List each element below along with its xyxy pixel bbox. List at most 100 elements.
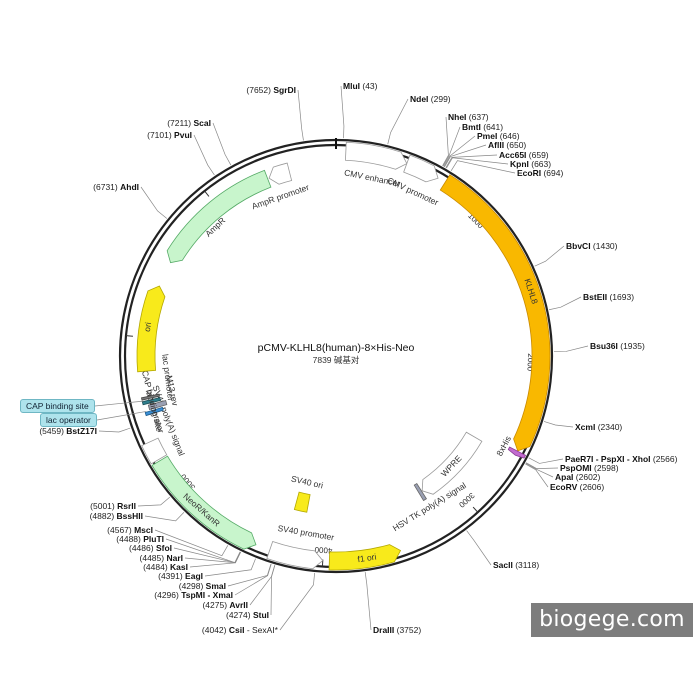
site-name: XcmI	[575, 422, 595, 432]
site-label-xcmi: XcmI (2340)	[575, 422, 622, 432]
site-label-nari: (4485) NarI	[140, 553, 183, 563]
feature-m13-rev	[140, 393, 160, 401]
site-leader-nhei	[442, 116, 449, 166]
site-label-paer7i-pspxi-xhoi: PaeR7I - PspXI - XhoI (2566)	[565, 454, 678, 464]
site-leader-msci	[154, 529, 229, 557]
site-label-sgrdi: (7652) SgrDI	[246, 85, 296, 95]
site-name: SgrDI	[273, 85, 296, 95]
cap-binding-site-callout: CAP binding site	[20, 399, 95, 413]
site-label-ecori: EcoRI (694)	[517, 168, 563, 178]
site-label-eagi: (4391) EagI	[158, 571, 203, 581]
site-leader-stui	[270, 565, 276, 616]
site-label-bsu36i: Bsu36I (1935)	[590, 341, 645, 351]
site-leader-ecorv	[525, 463, 549, 488]
site-leader-kpni	[446, 157, 509, 169]
site-name: CsiI	[229, 625, 245, 635]
site-name: NarI	[166, 553, 183, 563]
site-leader-avrii	[249, 565, 276, 606]
site-leader-apai	[525, 463, 554, 478]
site-leader-xcmi	[543, 421, 574, 428]
site-label-ecorv: EcoRV (2606)	[550, 482, 604, 492]
site-label-msci: (4567) MscI	[107, 525, 153, 535]
site-name: PvuI	[174, 130, 192, 140]
site-name: MscI	[134, 525, 153, 535]
site-name: AvrII	[229, 600, 248, 610]
watermark-logo: biogege.com	[531, 603, 693, 637]
feature-hsv-tk-poly-a-signal	[413, 483, 427, 502]
feature-cap-binding-site	[141, 397, 162, 406]
site-name: AhdI	[120, 182, 139, 192]
feature-ori	[136, 285, 166, 373]
tick-mark	[472, 506, 479, 513]
feature-lac-promoter	[147, 400, 168, 411]
site-leader-sgrdi	[297, 89, 304, 141]
lac-operator-callout: lac operator	[40, 413, 97, 427]
site-pos: (7652)	[246, 85, 273, 95]
site-pos: (1430)	[591, 241, 618, 251]
site-label-avrii: (4275) AvrII	[202, 600, 248, 610]
feature-label-f1-ori: f1 ori	[357, 552, 377, 565]
site-leader-bstz17i	[98, 427, 131, 433]
feature-label-sv40-promoter: SV40 promoter	[277, 523, 335, 542]
site-label-tspmi-xmai: (4296) TspMI - XmaI	[154, 590, 233, 600]
site-pos: (4567)	[107, 525, 134, 535]
site-pos: (3118)	[513, 560, 539, 570]
site-leader-rsrii	[137, 496, 171, 507]
site-leader-pvui	[193, 134, 215, 176]
site-leader-paer7i-pspxi-xhoi	[528, 457, 564, 464]
site-pos: (4042)	[202, 625, 229, 635]
site-label-sfoi: (4486) SfoI	[129, 543, 172, 553]
feature-sv40-poly-a-signal	[141, 437, 168, 465]
plasmid-title: pCMV-KLHL8(human)-8×His-Neo	[258, 342, 415, 354]
site-name: EcoRI	[517, 168, 541, 178]
site-label-ndei: NdeI (299)	[410, 94, 451, 104]
feature-label-8xhis: 8xHis	[494, 434, 513, 457]
feature-f1-ori	[328, 544, 402, 571]
site-pos: (3752)	[394, 625, 421, 635]
site-pos: (2598)	[592, 463, 619, 473]
site-label-smai: (4298) SmaI	[179, 581, 226, 591]
site-pos: (4391)	[158, 571, 185, 581]
site-leader-bmti	[442, 126, 461, 167]
feature-label-sv40-ori: SV40 ori	[290, 473, 324, 490]
site-leader-bbvci	[534, 245, 565, 267]
site-name: NdeI	[410, 94, 428, 104]
site-label-sacii: SacII (3118)	[493, 560, 539, 570]
site-pos: (5001)	[90, 501, 117, 511]
site-name: ScaI	[194, 118, 212, 128]
site-pos: (2606)	[577, 482, 604, 492]
site-leader-ahdi	[140, 186, 168, 219]
feature-ampr	[166, 169, 272, 264]
site-name: PspOMI	[560, 463, 592, 473]
site-name: KasI	[170, 562, 188, 572]
site-label-ahdi: (6731) AhdI	[93, 182, 139, 192]
site-pos: (1693)	[607, 292, 634, 302]
site-pos: (5459)	[39, 426, 66, 436]
tick-mark	[204, 190, 210, 197]
feature-cmv-enhancer	[345, 141, 408, 170]
site-leader-smai	[227, 563, 272, 587]
feature-neor-kanr	[151, 455, 257, 550]
site-name: BmtI	[462, 122, 481, 132]
site-pos: (694)	[541, 168, 563, 178]
site-label-pluti: (4488) PluTI	[116, 534, 164, 544]
site-name: PmeI	[477, 131, 497, 141]
site-name: Acc65I	[499, 150, 526, 160]
site-name: KpnI	[510, 159, 529, 169]
site-extra: - SexAI*	[244, 625, 278, 635]
site-pos: (637)	[466, 112, 488, 122]
site-pos: (2566)	[651, 454, 678, 464]
site-pos: (646)	[497, 131, 519, 141]
site-name: StuI	[253, 610, 269, 620]
site-leader-pluti	[165, 538, 241, 563]
site-name: SmaI	[206, 581, 226, 591]
site-name: SfoI	[156, 543, 172, 553]
site-label-bstz17i: (5459) BstZ17I	[39, 426, 97, 436]
site-label-rsrii: (5001) RsrII	[90, 501, 136, 511]
site-label-mlui: MluI (43)	[343, 81, 378, 91]
site-label-acc65i: Acc65I (659)	[499, 150, 549, 160]
site-leader-pmei	[443, 135, 476, 167]
feature-ampr-promoter	[268, 162, 293, 185]
site-name: ApaI	[555, 472, 573, 482]
